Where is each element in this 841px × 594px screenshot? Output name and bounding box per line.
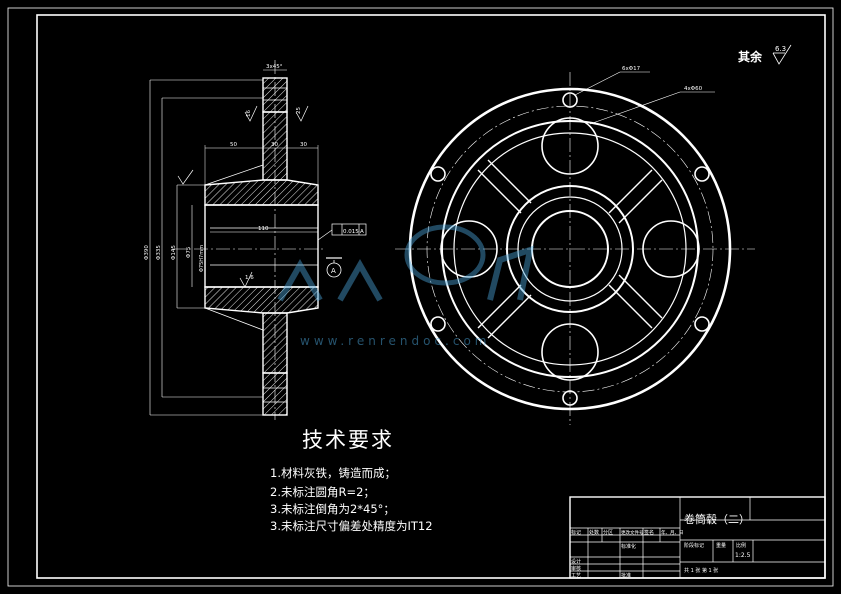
tb-stage-label: 比例 (736, 542, 746, 549)
tb-row-label: 签名 (644, 529, 654, 536)
dim-w3: 30 (300, 142, 307, 148)
tb-design: 设计 (571, 558, 581, 565)
requirement-item: 1.材料灰铁，铸造而成； (270, 466, 396, 480)
requirement-item: 3.未标注尺寸偏差处精度为IT12 (270, 519, 433, 533)
tb-stage-label: 重量 (716, 542, 726, 549)
tb-row-label: 更改文件号 (621, 529, 644, 536)
dim-d-bore: Φ75 (186, 246, 192, 258)
surface-finish-value: 6.3 (775, 45, 786, 53)
dim-d-hub: Φ145 (171, 245, 177, 260)
large-hole-right (642, 220, 700, 278)
upper-rim (262, 77, 288, 113)
tb-stage-label: 阶段标记 (684, 542, 704, 549)
flange-bolt-circle (426, 105, 714, 393)
bolt-hole (562, 390, 578, 406)
front-view (395, 71, 755, 425)
large-hole-bottom (541, 323, 599, 381)
section-dims: 3x45° 25 16 50 30 30 110 Φ390 Φ335 Φ145 … (144, 64, 364, 281)
dim-rim-width: 25 (296, 107, 302, 114)
dim-w2: 30 (271, 142, 278, 148)
tb-row-label: 年、月、日 (661, 529, 684, 536)
lower-rim (262, 372, 288, 416)
hub-mid (517, 196, 623, 302)
hub-upper (204, 179, 319, 206)
large-hole-top (541, 117, 599, 175)
bolt-hole (430, 166, 446, 182)
requirements-title: 技术要求 (302, 428, 394, 452)
bolt-hole (430, 316, 446, 332)
tb-row-label: 处数 (589, 529, 599, 536)
tb-row-label: 标记 (571, 529, 581, 536)
dim-d-outer: Φ390 (144, 245, 150, 260)
requirement-item: 2.未标注圆角R=2； (270, 485, 375, 499)
tb-row-label: 分区 (603, 529, 613, 536)
hub-outer (506, 185, 634, 313)
inner-frame (36, 14, 826, 579)
hub-lower (204, 286, 319, 314)
dim-w1: 50 (230, 142, 237, 148)
tb-review: 审核 (571, 565, 581, 572)
upper-web (262, 111, 288, 181)
tb-approve: 批准 (621, 572, 631, 579)
runout-datum: A (360, 229, 364, 235)
title-block-text: 卷筒毂（二） 标记 处数 分区 更改文件号 签名 年、月、日 设计 标准化 审核… (571, 512, 751, 579)
web-circle (453, 132, 687, 366)
bore (204, 204, 319, 288)
tb-sheet: 共 1 张 第 1 张 (684, 567, 718, 574)
part-name: 卷筒毂（二） (684, 512, 750, 526)
leader-large-holes: 4xΦ60 (684, 86, 703, 92)
surface-finish: 其余 6.3 (738, 44, 792, 65)
flange-outer (408, 87, 732, 411)
watermark-url: www.renrendoc.com (300, 334, 490, 348)
dim-rim-small: 16 (246, 110, 252, 117)
outer-frame (7, 7, 834, 587)
tb-standard: 标准化 (621, 543, 636, 550)
watermark (277, 224, 534, 302)
lower-web (262, 312, 288, 374)
dim-d-mid: Φ335 (156, 245, 162, 260)
runout-value: 0.015 (343, 229, 359, 235)
section-view (149, 60, 367, 420)
dim-hub-length: 110 (258, 226, 269, 232)
requirement-item: 3.未标注倒角为2*45°； (270, 502, 395, 516)
drum-circle (441, 120, 699, 378)
dim-roughness-hub: 1.6 (245, 275, 254, 281)
title-block (569, 496, 826, 579)
dim-bore-note: Φ75H7mm (199, 245, 205, 272)
surface-finish-label: 其余 (738, 49, 763, 64)
bolt-hole (694, 166, 710, 182)
datum-label: A (331, 267, 336, 275)
bolt-hole (694, 316, 710, 332)
tb-process: 工艺 (571, 573, 581, 579)
leader-bolt-holes: 6xΦ17 (622, 66, 641, 72)
bore-circle (531, 210, 609, 288)
tb-scale: 1:2.5 (735, 552, 751, 559)
large-hole-left (440, 220, 498, 278)
bolt-hole (562, 92, 578, 108)
dim-top-chamfer: 3x45° (266, 64, 283, 70)
